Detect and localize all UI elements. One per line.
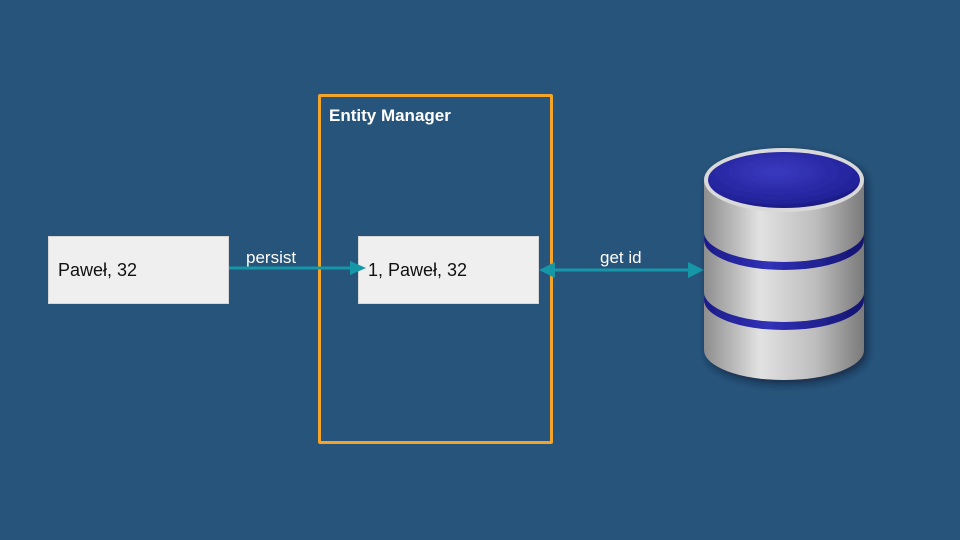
- persist-edge-label: persist: [246, 248, 297, 267]
- entity-node-label: Paweł, 32: [58, 259, 138, 280]
- entity-node: Paweł, 32: [48, 236, 229, 304]
- get-id-edge-label: get id: [600, 248, 642, 267]
- entity-manager-title: Entity Manager: [329, 106, 451, 125]
- managed-entity-node: 1, Paweł, 32: [358, 236, 539, 304]
- database-icon: [704, 148, 864, 380]
- managed-entity-node-label: 1, Paweł, 32: [368, 259, 468, 280]
